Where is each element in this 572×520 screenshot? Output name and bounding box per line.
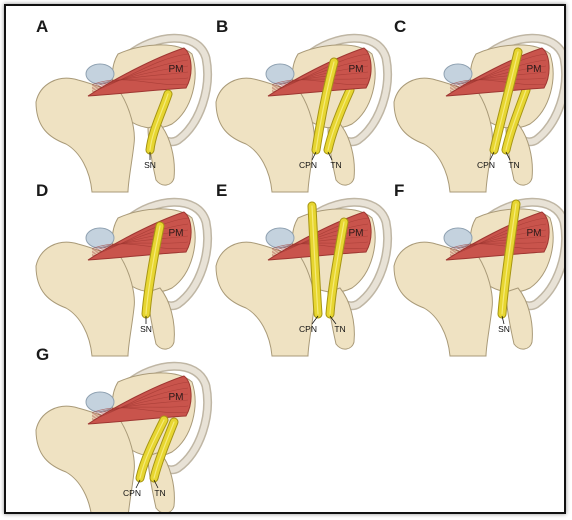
nerve-label: TN	[154, 488, 165, 498]
panel-f: F PM SN	[394, 181, 564, 356]
panel-letter: G	[36, 345, 49, 364]
femoral-head-cartilage	[266, 64, 294, 84]
panel-letter: C	[394, 17, 406, 36]
muscle-label: PM	[169, 228, 184, 239]
nerve-label: SN	[140, 324, 152, 334]
femoral-head-cartilage	[86, 392, 114, 412]
panel-letter: D	[36, 181, 48, 200]
nerve-label: SN	[498, 324, 510, 334]
panel-letter: E	[216, 181, 227, 200]
nerve-label: TN	[334, 324, 345, 334]
nerve-label: CPN	[123, 488, 141, 498]
nerve-label: TN	[508, 160, 519, 170]
nerve-label: TN	[330, 160, 341, 170]
femur-bone	[36, 78, 134, 192]
panel-letter: A	[36, 17, 48, 36]
femur-bone	[36, 406, 134, 512]
muscle-label: PM	[349, 64, 364, 75]
muscle-label: PM	[527, 64, 542, 75]
anatomy-figure: A PM SN B PM CPN TN C PM CPN TN D PM SN E PM CPN TN F PM SN G…	[6, 6, 564, 512]
muscle-label: PM	[169, 64, 184, 75]
panel-c: C PM CPN TN	[394, 17, 564, 192]
panel-letter: B	[216, 17, 228, 36]
femoral-head-cartilage	[444, 64, 472, 84]
femur-bone	[394, 78, 492, 192]
panel-e: E PM CPN TN	[216, 181, 388, 356]
femoral-head-cartilage	[444, 228, 472, 248]
panel-letter: F	[394, 181, 404, 200]
panel-g: G PM CPN TN	[36, 345, 208, 512]
muscle-label: PM	[169, 392, 184, 403]
ischium-bone	[506, 288, 532, 349]
muscle-label: PM	[527, 228, 542, 239]
nerve-label: CPN	[477, 160, 495, 170]
femoral-head-cartilage	[266, 228, 294, 248]
nerve-label: CPN	[299, 160, 317, 170]
femur-bone	[216, 242, 314, 356]
panel-a: A PM SN	[36, 17, 208, 192]
nerve-label: SN	[144, 160, 156, 170]
nerve-label: CPN	[299, 324, 317, 334]
panel-b: B PM CPN TN	[216, 17, 388, 192]
femoral-head-cartilage	[86, 228, 114, 248]
femur-bone	[36, 242, 134, 356]
femoral-head-cartilage	[86, 64, 114, 84]
femur-bone	[394, 242, 492, 356]
muscle-label: PM	[349, 228, 364, 239]
figure-frame: A PM SN B PM CPN TN C PM CPN TN D PM SN E PM CPN TN F PM SN G…	[4, 4, 566, 514]
femur-bone	[216, 78, 314, 192]
panel-d: D PM SN	[36, 181, 208, 356]
